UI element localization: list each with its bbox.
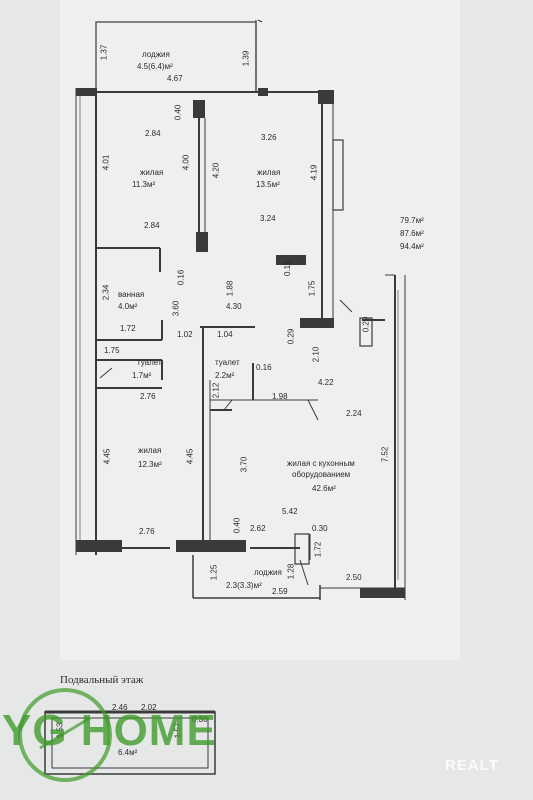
dim-2-84-bottom: 2.84 (144, 221, 160, 230)
dim-2-59: 2.59 (272, 587, 288, 596)
total-area-1: 79.7м² (400, 216, 424, 225)
basement-dim-2: 2.02 (141, 703, 157, 712)
dim-0-11: 0.11 (282, 261, 292, 276)
dim-2-10: 2.10 (311, 346, 321, 363)
dim-4-22: 4.22 (318, 378, 334, 387)
dim-2-50: 2.50 (346, 573, 362, 582)
dim-1-28: 1.28 (286, 563, 296, 580)
dim-5-42: 5.42 (282, 507, 298, 516)
dim-0-16-a: 0.16 (176, 269, 186, 286)
dim-1-75-b: 1.75 (104, 346, 120, 355)
dim-1-25: 1.25 (209, 564, 219, 581)
dim-2-34: 2.34 (101, 284, 111, 301)
basement-dim-3: 0.30 (192, 715, 208, 724)
dim-1-72-a: 1.72 (120, 324, 136, 333)
logo-circle (18, 688, 112, 782)
room-kitchen-living-name: жилая с кухонным (287, 459, 355, 468)
dim-2-84-top: 2.84 (145, 129, 161, 138)
dim-2-12: 2.12 (211, 382, 221, 399)
dim-4-19: 4.19 (309, 164, 319, 181)
room-loggia-top-name: лоджия (142, 50, 170, 59)
room-living-3-name: жилая (138, 446, 162, 455)
dim-1-88: 1.88 (225, 280, 235, 297)
dim-1-98: 1.98 (272, 392, 288, 401)
dim-1-75-a: 1.75 (307, 280, 317, 297)
dim-4-20: 4.20 (211, 162, 221, 179)
room-bathroom-area: 4.0м² (118, 302, 138, 311)
dim-2-76-a: 2.76 (140, 392, 156, 401)
dim-1-02: 1.02 (177, 330, 193, 339)
room-living-2-area: 13.5м² (256, 180, 280, 189)
basement-title: Подвальный этаж (60, 674, 144, 686)
basement-area: 6.4м² (118, 748, 138, 757)
room-loggia-bottom-name: лоджия (254, 568, 282, 577)
room-living-3-area: 12.3м² (138, 460, 162, 469)
room-bathroom-name: ванная (118, 290, 145, 299)
dim-0-30: 0.30 (312, 524, 328, 533)
room-living-2-name: жилая (257, 168, 281, 177)
dim-1-04: 1.04 (217, 330, 233, 339)
dim-4-30: 4.30 (226, 302, 242, 311)
room-toilet-1-name: туалет (137, 358, 162, 367)
dim-7-52: 7.52 (380, 446, 390, 463)
dim-0-29-b: 0.29 (361, 316, 371, 333)
dim-1-39: 1.39 (241, 50, 251, 67)
walls (75, 19, 406, 600)
dim-0-40-top: 0.40 (173, 104, 183, 121)
room-toilet-1-area: 1.7м² (132, 371, 152, 380)
room-loggia-top-area: 4.5(6.4)м² (137, 62, 173, 71)
room-loggia-bottom-area: 2.3(3.3)м² (226, 581, 262, 590)
dim-1-37: 1.37 (99, 44, 109, 61)
dim-4-67: 4.67 (167, 74, 183, 83)
dim-4-45-mid: 4.45 (185, 448, 195, 465)
dim-4-01: 4.01 (101, 154, 111, 171)
dim-1-72-b: 1.72 (313, 541, 323, 558)
room-kitchen-living-area: 42.6м² (312, 484, 336, 493)
total-area-3: 94.4м² (400, 242, 424, 251)
dim-3-60: 3.60 (171, 300, 181, 317)
room-living-1-name: жилая (140, 168, 164, 177)
room-living-1-area: 11.3м² (132, 180, 156, 189)
dim-4-45-left: 4.45 (102, 448, 112, 465)
basement-plan (44, 710, 216, 775)
dim-3-24: 3.24 (260, 214, 276, 223)
basement-dim-1: 2.46 (112, 703, 128, 712)
dim-0-40-bottom: 0.40 (232, 517, 242, 534)
dim-2-76-b: 2.76 (139, 527, 155, 536)
dim-0-16-b: 0.16 (256, 363, 272, 372)
total-area-2: 87.6м² (400, 229, 424, 238)
yg-home-watermark: YG HOME (2, 706, 217, 755)
dim-2-24: 2.24 (346, 409, 362, 418)
dim-3-70: 3.70 (239, 456, 249, 473)
dim-4-00: 4.00 (181, 154, 191, 171)
realt-watermark: REALT (445, 757, 499, 774)
room-kitchen-living-name2: оборудованием (292, 470, 351, 479)
dim-0-29-a: 0.29 (286, 328, 296, 345)
dim-2-62: 2.62 (250, 524, 266, 533)
room-toilet-2-name: туалет (215, 358, 240, 367)
room-toilet-2-area: 2.2м² (215, 371, 235, 380)
dim-3-26: 3.26 (261, 133, 277, 142)
